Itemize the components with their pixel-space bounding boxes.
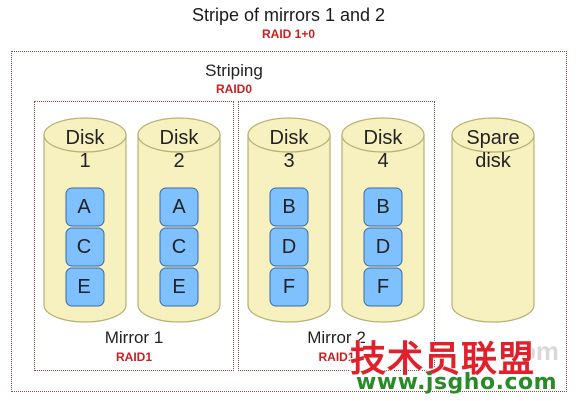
disk-4-cylinder-top bbox=[341, 117, 425, 153]
disk-1-cylinder-block-3 bbox=[65, 267, 105, 307]
disk-2-block-2: C bbox=[171, 236, 187, 258]
disk-4-title: Disk bbox=[363, 127, 403, 149]
disk-1-block-2: C bbox=[76, 236, 92, 258]
disk-4-cylinder-block-3 bbox=[363, 267, 403, 307]
spare-disk: Spare disk bbox=[452, 120, 534, 320]
disk-4-cylinder-block-2 bbox=[363, 227, 403, 267]
disk-1-cylinder-block-2 bbox=[65, 227, 105, 267]
disk-2-number: 2 bbox=[173, 150, 185, 172]
disk-3-block-1: B bbox=[282, 196, 296, 218]
mirror-1-label: Mirror 1 bbox=[104, 328, 164, 347]
disk-4-block-1: B bbox=[376, 196, 390, 218]
disk-3-cylinder-top bbox=[247, 117, 331, 153]
spare-disk-title: Spare bbox=[466, 127, 520, 149]
disk-1-block-1: A bbox=[77, 196, 91, 218]
disk-3-cylinder-block-3 bbox=[269, 267, 309, 307]
disk-2-title: Disk bbox=[159, 127, 199, 149]
disk-4-block-2: D bbox=[375, 236, 391, 258]
spare-disk-cylinder-body bbox=[451, 134, 535, 323]
disk-2-block-3: E bbox=[172, 276, 186, 298]
disk-1-block-3: E bbox=[77, 276, 91, 298]
disk-2-cylinder-block-1 bbox=[159, 187, 199, 227]
disk-2-block-1: A bbox=[172, 196, 186, 218]
mirror-1-raid-label: RAID1 bbox=[115, 350, 152, 364]
mirror-2-label: Mirror 2 bbox=[307, 328, 366, 347]
disk-1: Disk 1 A C E bbox=[44, 120, 126, 320]
disk-1-cylinder-top bbox=[43, 117, 127, 153]
disk-1-title: Disk bbox=[65, 127, 105, 149]
disk-3-cylinder-block-2 bbox=[269, 227, 309, 267]
page-title: Stripe of mirrors 1 and 2 bbox=[191, 5, 386, 25]
disk-4-block-3: F bbox=[376, 276, 390, 298]
spare-disk-subtitle: disk bbox=[475, 150, 511, 172]
disk-3-cylinder-block-1 bbox=[269, 187, 309, 227]
disk-1-number: 1 bbox=[79, 150, 91, 172]
disk-1-cylinder-block-1 bbox=[65, 187, 105, 227]
disk-4-cylinder-block-1 bbox=[363, 187, 403, 227]
mirror-2-raid-label: RAID1 bbox=[318, 350, 355, 364]
disk-3-block-3: F bbox=[282, 276, 296, 298]
raid10-label: RAID 1+0 bbox=[261, 27, 316, 41]
disk-2: Disk 2 A C E bbox=[138, 120, 220, 320]
raid10-frame bbox=[11, 51, 567, 392]
watermark-faded-text: om bbox=[520, 336, 559, 366]
mirror-1-frame bbox=[34, 101, 234, 371]
disk-2-cylinder-block-2 bbox=[159, 227, 199, 267]
watermark-brand: 技术员联盟 bbox=[350, 339, 536, 380]
spare-disk-cylinder-top bbox=[451, 117, 535, 153]
watermark-url: www.jsgho.com bbox=[356, 370, 558, 395]
disk-4-number: 4 bbox=[377, 150, 389, 172]
striping-title: Striping bbox=[205, 61, 263, 80]
disk-3-number: 3 bbox=[283, 150, 295, 172]
disk-2-cylinder-block-3 bbox=[159, 267, 199, 307]
mirror-2-frame bbox=[238, 101, 435, 371]
raid0-label: RAID0 bbox=[215, 82, 252, 96]
disk-3-title: Disk bbox=[269, 127, 309, 149]
disk-4: Disk 4 B D F bbox=[342, 120, 424, 320]
disk-3-block-2: D bbox=[281, 236, 297, 258]
disk-3: Disk 3 B D F bbox=[248, 120, 330, 320]
disk-2-cylinder-top bbox=[137, 117, 221, 153]
